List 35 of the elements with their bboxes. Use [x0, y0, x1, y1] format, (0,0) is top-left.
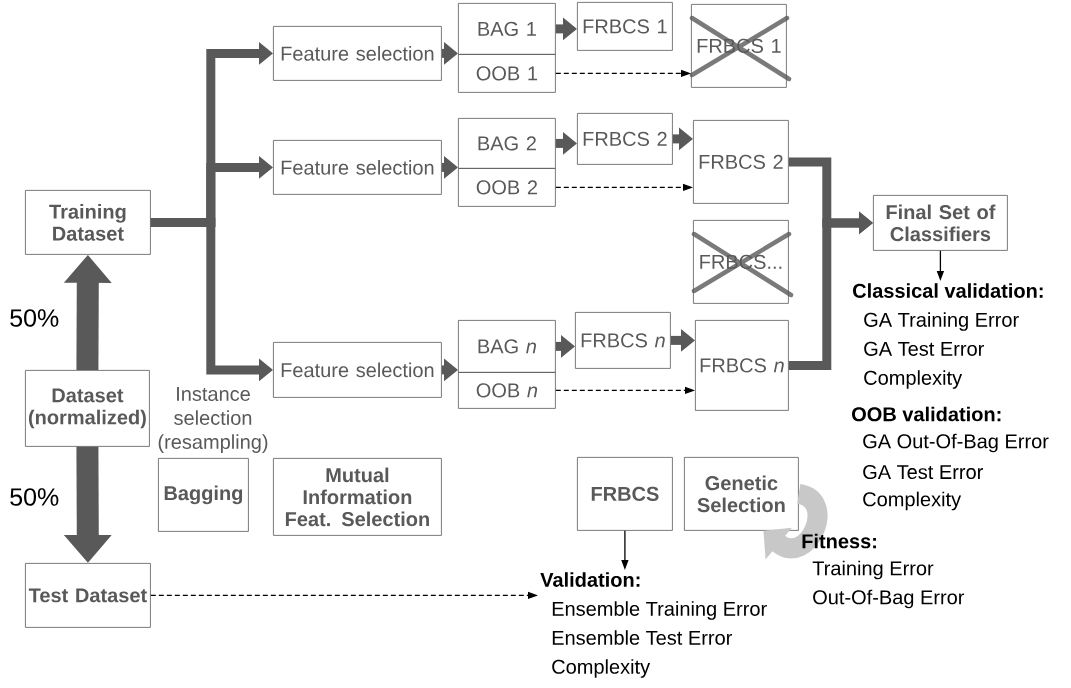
method-box: Genetic Selection: [684, 457, 799, 531]
text-label: 50%: [10, 309, 59, 327]
text-label: GA Out-Of-Bag Error: [863, 433, 1049, 453]
bag-box: BAG 2: [458, 118, 556, 169]
process-box: Feature selection: [273, 342, 442, 398]
classifier-box: FRBCS n: [575, 312, 671, 369]
bag-box: BAG 1: [458, 3, 556, 55]
result-box: Final Set of Classifiers: [873, 195, 1008, 251]
oob-box: OOB 2: [458, 168, 556, 207]
dataset-box: Dataset (normalized): [25, 370, 150, 447]
classifier-box: FRBCS 2: [577, 113, 673, 165]
text-label: Complexity: [863, 491, 962, 511]
process-box: Feature selection: [273, 26, 442, 81]
oob-box: OOB 1: [458, 54, 556, 93]
text-label: Instance selection (resampling): [158, 387, 268, 453]
method-box: FRBCS: [577, 457, 673, 531]
bag-box: BAG n: [458, 320, 556, 373]
text-label: Fitness:: [802, 533, 876, 549]
process-box: Feature selection: [273, 140, 442, 195]
text-label: GA Test Error: [863, 464, 983, 480]
classifier-box: FRBCS n: [695, 320, 789, 411]
oob-box: OOB n: [458, 372, 556, 409]
classifier-box: FRBCS 1: [577, 2, 673, 51]
text-label: Training Error: [812, 560, 934, 580]
text-label: Out-Of-Bag Error: [813, 589, 965, 609]
text-list: Classical validation: GA Training Error GA Test Error Complexity: [853, 283, 1043, 389]
arrow: [763, 484, 828, 560]
text-list: Validation: Ensemble Training Error Ensemble Test Error Complexity: [540, 572, 767, 678]
text-label: 50%: [10, 488, 59, 506]
method-box: Mutual Information Feat. Selection: [273, 458, 442, 536]
method-box: Bagging: [158, 458, 249, 532]
dataset-box: Test Dataset: [25, 563, 151, 628]
classifier-box: FRBCS 2: [693, 120, 789, 204]
dataset-box: Training Dataset: [25, 190, 151, 255]
text-label: OOB validation:: [852, 406, 1001, 422]
